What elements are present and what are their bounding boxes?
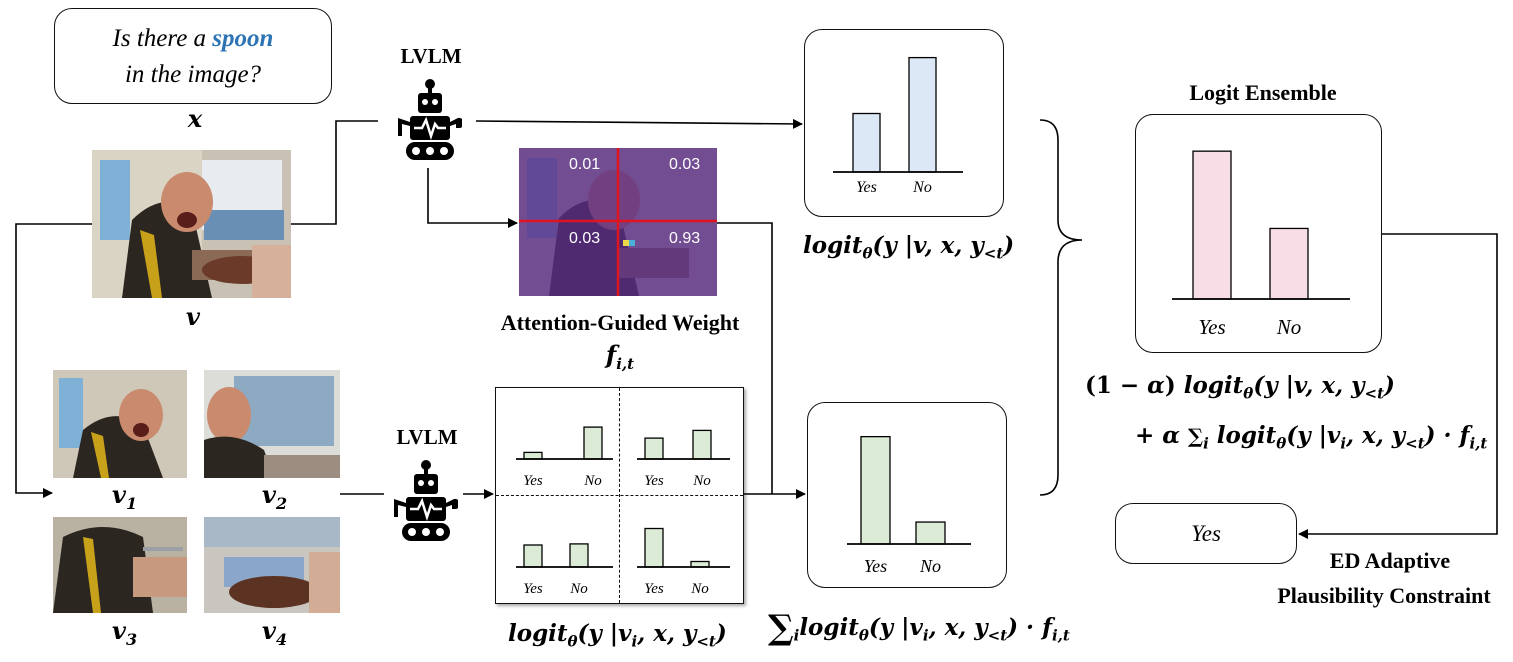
tick-label-sub-v1-no: No	[583, 473, 602, 489]
connector-lvlm-to-attention	[427, 168, 518, 228]
label-v1: v1	[112, 480, 138, 513]
question-text-before: Is there a	[112, 25, 213, 52]
tick-label-sub-v2-yes: Yes	[644, 473, 664, 489]
crop-image-v2	[204, 370, 340, 478]
bar-sub-v3-yes	[523, 544, 543, 568]
formula-ensemble-line2: + α ∑i logitθ(y |vi, x, y<t) · fi,t	[1135, 422, 1488, 453]
bar-sub-v3-no	[569, 543, 589, 568]
attention-title: Attention-Guided Weight	[500, 310, 740, 335]
question-keyword: spoon	[212, 25, 274, 52]
ed-constraint-line2: Plausibility Constraint	[1277, 583, 1491, 608]
tick-label-full-image-yes: Yes	[856, 179, 877, 196]
ensemble-logit-box	[1135, 114, 1382, 353]
lvlm-label-bottom: LVLM	[396, 425, 458, 449]
logit-ensemble-title: Logit Ensemble	[1189, 80, 1337, 105]
bar-sub-v2-no	[692, 429, 712, 460]
attention-weight-1: 0.03	[669, 156, 701, 173]
attention-weight-0: 0.01	[569, 156, 601, 173]
attention-map: 0.01 0.03 0.03 0.93	[519, 148, 717, 296]
formula-full-logit: logitθ(y |v, x, y<t)	[803, 232, 1015, 263]
connector-ensemble-to-answer	[1298, 233, 1498, 539]
ed-constraint-line1: ED Adaptive	[1329, 548, 1451, 573]
formula-sum-logit: ∑ilogitθ(y |vi, x, y<t) · fi,t	[768, 608, 1070, 648]
tick-label-sub-v3-no: No	[569, 581, 588, 597]
crops-logit-box	[807, 402, 1007, 588]
final-answer-box: Yes	[1115, 503, 1297, 564]
crop-image-v4	[204, 517, 340, 613]
bar-crops-yes	[860, 435, 891, 545]
tick-label-sub-v4-yes: Yes	[644, 581, 664, 597]
tick-label-sub-v4-no: No	[690, 581, 709, 597]
robot-icon-top	[396, 78, 465, 162]
crop-image-v3	[53, 517, 187, 613]
label-v: v	[186, 302, 200, 331]
label-v3: v3	[112, 616, 138, 649]
tick-label-sub-v2-no: No	[692, 473, 711, 489]
attention-weight-3: 0.93	[669, 230, 701, 247]
tick-label-sub-v1-yes: Yes	[523, 473, 543, 489]
label-v4: v4	[262, 616, 288, 649]
tick-label-ensemble-no: No	[1276, 315, 1302, 339]
formula-sub-logit: logitθ(y |vi, x, y<t)	[508, 620, 727, 651]
curly-brace	[1039, 119, 1083, 496]
bar-full-image-no	[908, 56, 937, 173]
robot-icon-bottom	[392, 459, 461, 543]
tick-label-full-image-no: No	[912, 179, 932, 196]
grid-divider-horizontal	[496, 495, 743, 496]
connector-image-to-crops	[15, 223, 92, 498]
bar-ensemble-no	[1269, 227, 1309, 300]
formula-ensemble-line1: (1 − α) logitθ(y |v, x, y<t)	[1085, 372, 1395, 403]
tick-label-crops-yes: Yes	[864, 556, 887, 576]
bar-sub-v2-yes	[644, 437, 664, 460]
attention-symbol: fi,t	[605, 340, 635, 373]
bar-ensemble-yes	[1192, 150, 1232, 300]
full-image-logit-box	[804, 29, 1004, 217]
tick-label-crops-no: No	[919, 556, 941, 576]
crop-image-v1	[53, 370, 187, 478]
connector-lvlm-to-top-chart	[475, 118, 803, 129]
connector-attention-to-bottom-chart	[717, 222, 773, 494]
connector-image-to-lvlm	[291, 120, 378, 225]
bar-sub-v4-yes	[644, 527, 664, 568]
bar-sub-v1-no	[583, 426, 603, 460]
final-answer-text: Yes	[1191, 521, 1221, 546]
question-text-after: in the image?	[124, 61, 262, 88]
bar-sub-v1-yes	[523, 451, 543, 460]
bar-full-image-yes	[852, 112, 881, 173]
tick-label-ensemble-yes: Yes	[1198, 315, 1225, 339]
lvlm-label-top: LVLM	[400, 44, 462, 68]
label-v2: v2	[262, 480, 288, 513]
label-x: x	[187, 104, 203, 133]
bar-crops-no	[915, 521, 946, 545]
tick-label-sub-v3-yes: Yes	[523, 581, 543, 597]
attention-weight-2: 0.03	[569, 230, 601, 247]
input-image-v	[92, 150, 291, 298]
question-box: Is there a spoon in the image?	[54, 8, 332, 104]
